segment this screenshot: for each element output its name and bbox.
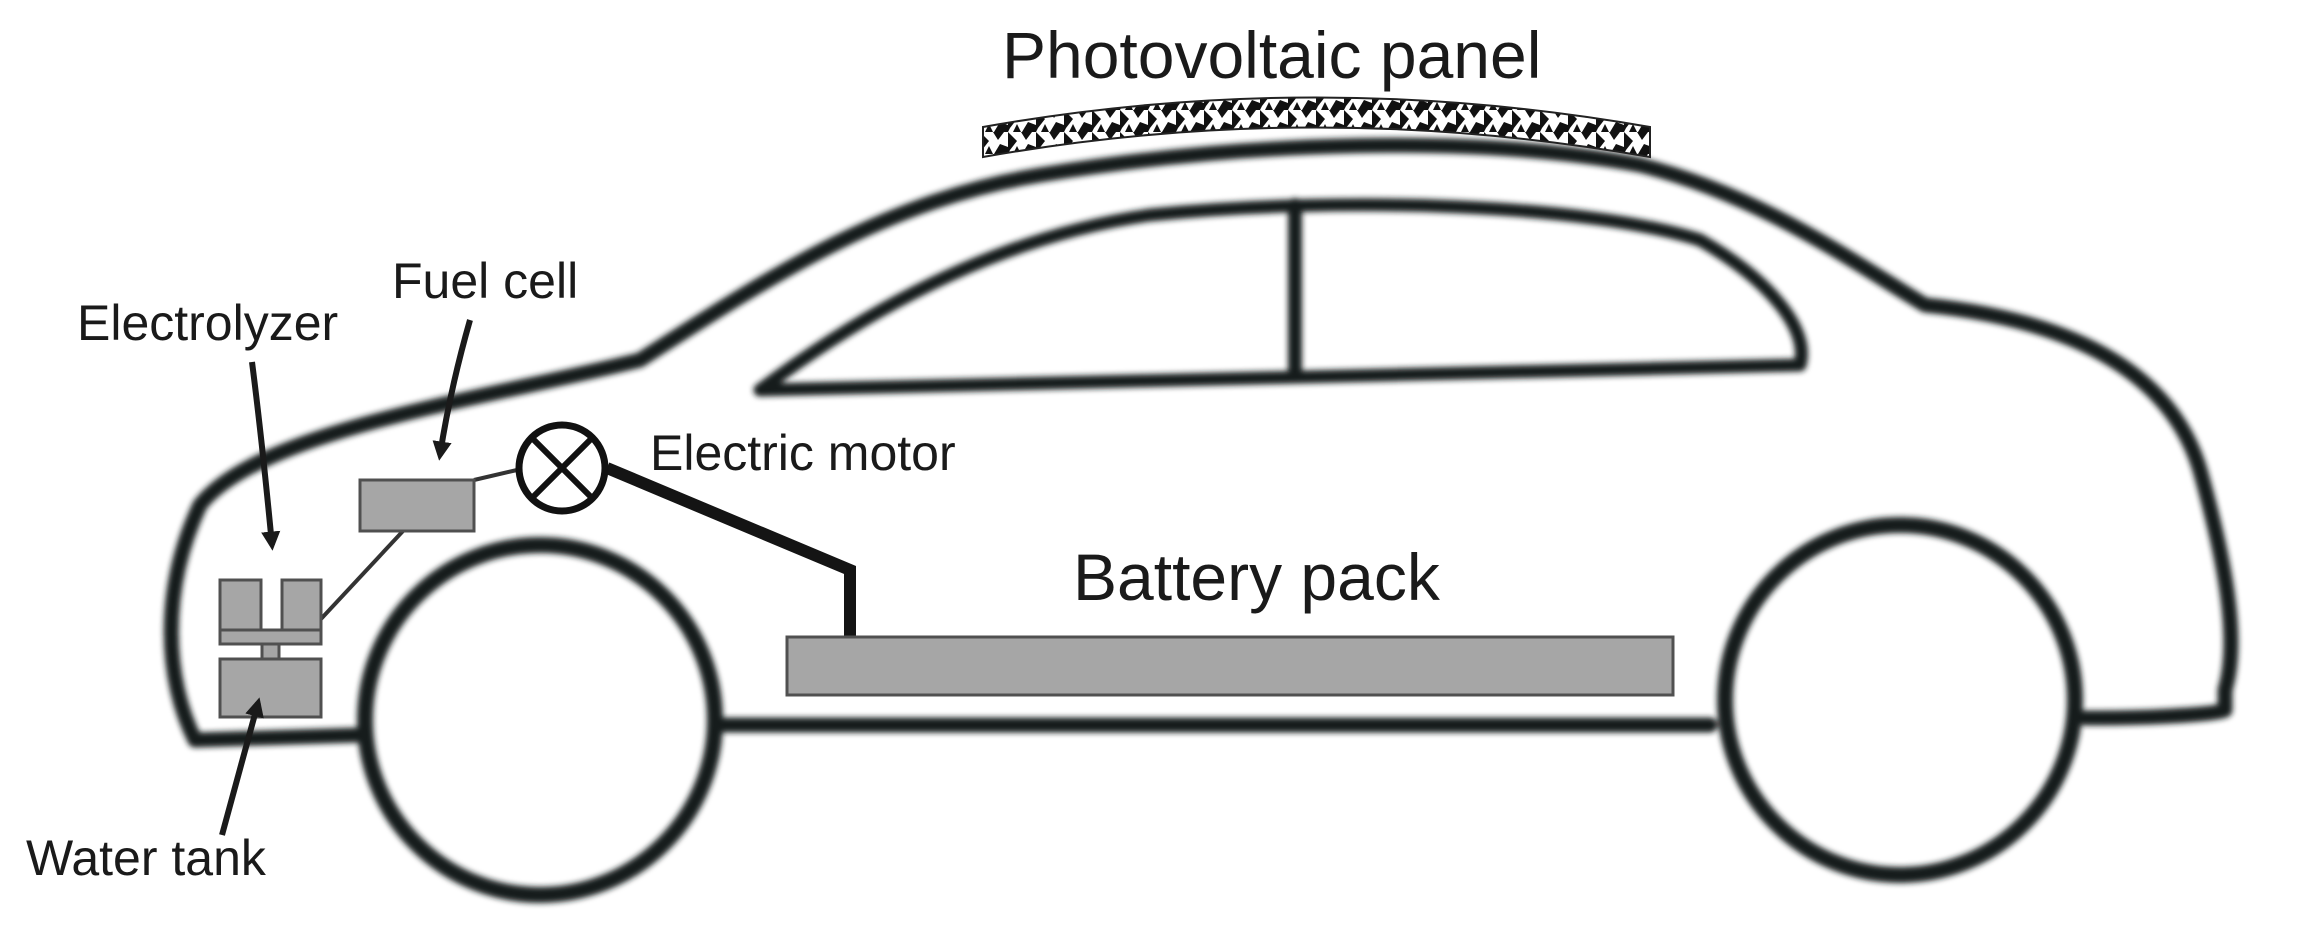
electrolyzer-stem: [260, 642, 281, 661]
fuel-cell-label: Fuel cell: [392, 253, 578, 309]
water-tank-arrow: [219, 697, 264, 836]
fuelcell-motor-wire: [473, 468, 518, 482]
electrolyzer-arrow: [249, 361, 281, 551]
fuel-cell-arrow: [432, 319, 473, 461]
electrolyzer-base: [218, 628, 323, 646]
car-body: [163, 137, 2239, 903]
motor-cross-b: [529, 435, 595, 501]
electrolyzer-cell-left: [218, 578, 263, 632]
rear-wheel: [1717, 517, 2083, 883]
electric-motor-label: Electric motor: [650, 425, 956, 481]
water-tank-box: [218, 657, 323, 719]
photovoltaic-panel: [982, 96, 1651, 159]
photovoltaic-panel-label: Photovoltaic panel: [1002, 18, 1541, 92]
windows-outline: [753, 198, 1808, 397]
electric-motor: [515, 421, 609, 515]
fuel-cell-box: [358, 478, 476, 533]
water-tank-label: Water tank: [26, 830, 267, 886]
motor-battery-cable: [604, 462, 856, 640]
electrolyzer: [218, 578, 323, 661]
electrolyzer-cell-right: [280, 578, 323, 632]
car-outline: [163, 137, 2239, 748]
fuelcell-electrolyzer-wire: [318, 529, 405, 622]
battery-pack-box: [785, 635, 1675, 697]
battery-pack-label: Battery pack: [1073, 540, 1441, 614]
electrolyzer-label: Electrolyzer: [77, 295, 338, 351]
front-wheel: [357, 537, 723, 903]
